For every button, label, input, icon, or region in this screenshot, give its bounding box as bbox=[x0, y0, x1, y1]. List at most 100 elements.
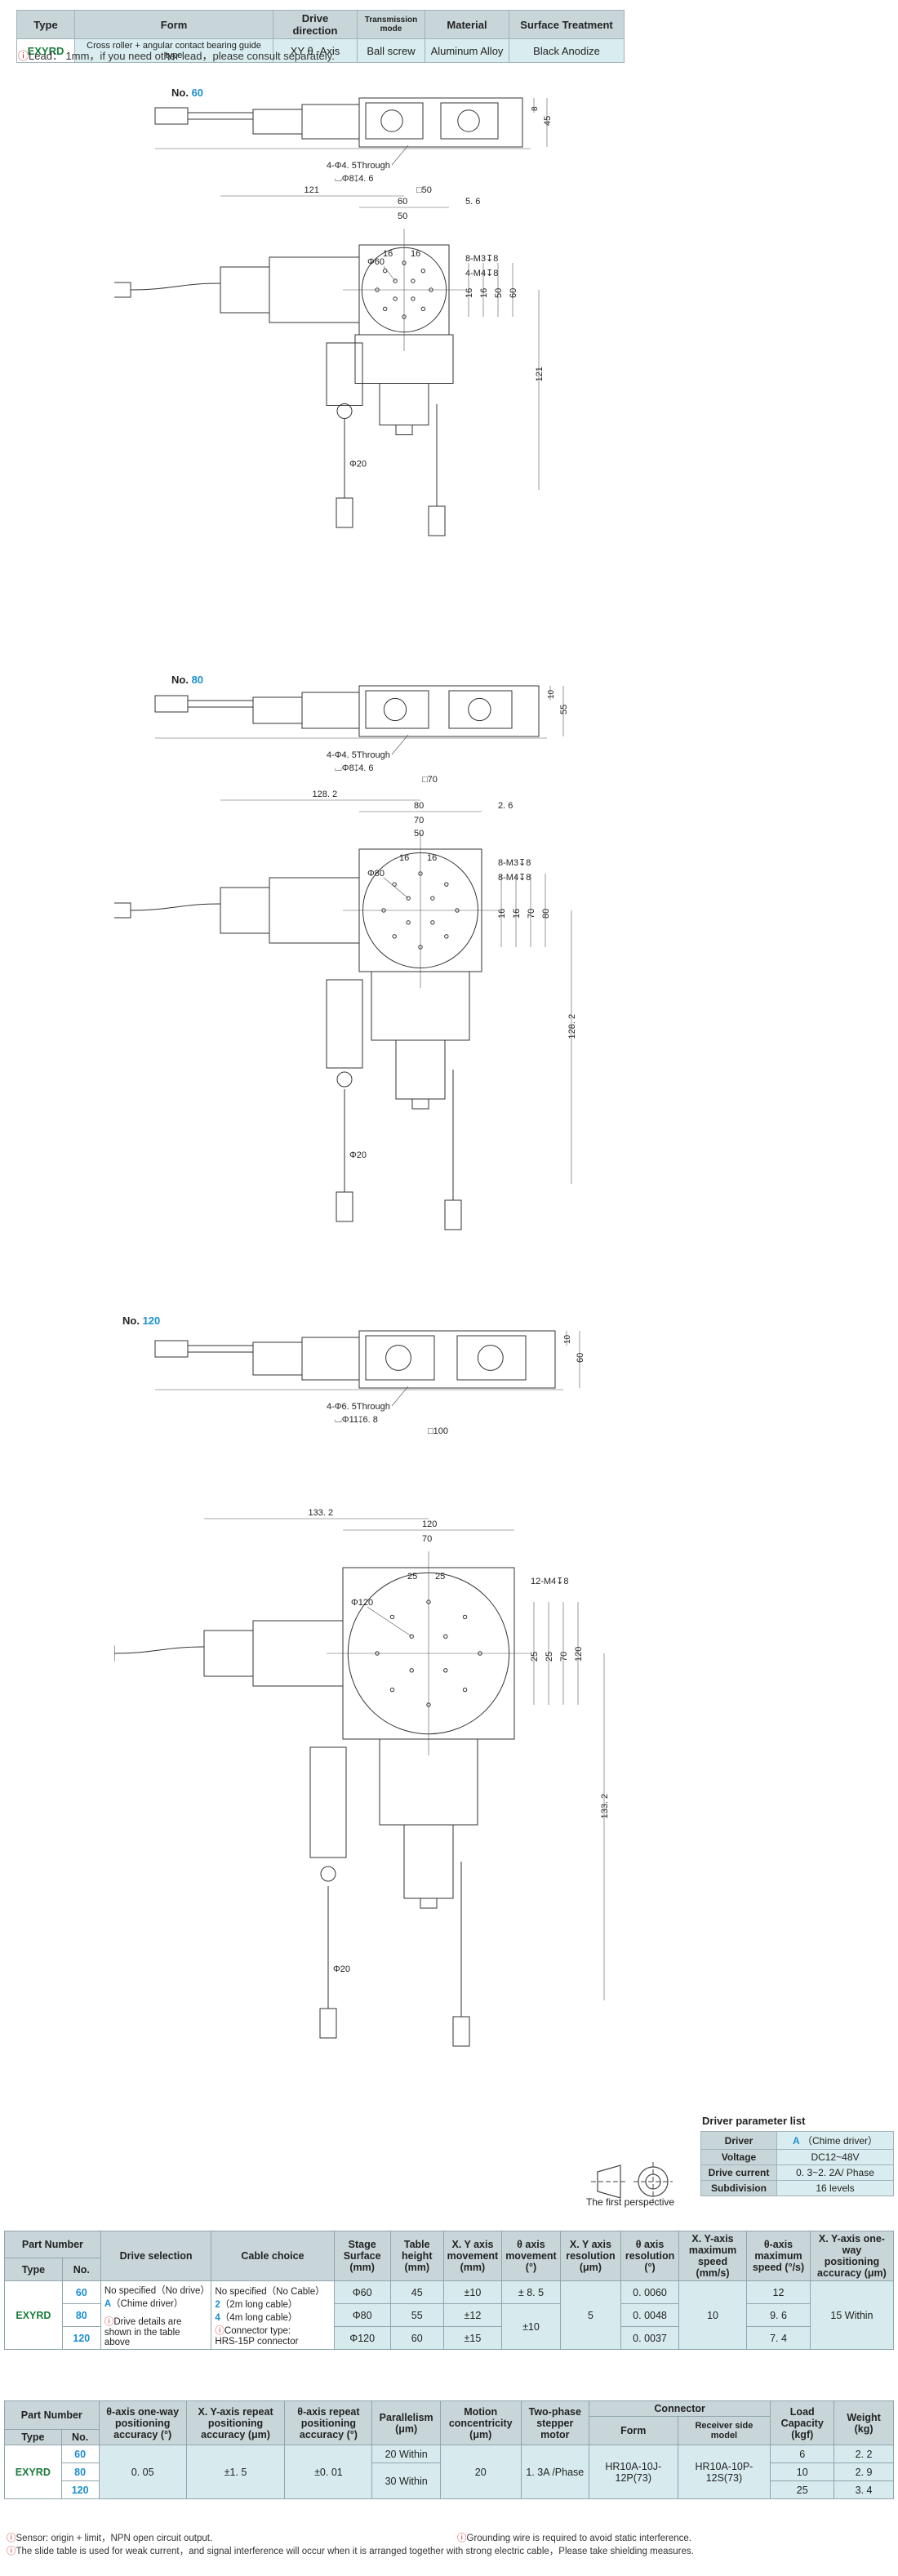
leader-line bbox=[391, 734, 409, 755]
spec-table-1: Part Number Drive selection Cable choice… bbox=[4, 2231, 895, 2350]
h2-motor: Two-phase stepper motor bbox=[520, 2400, 590, 2445]
header-spec-table: Type Form Drive direction Transmission m… bbox=[16, 10, 625, 63]
theta-motor bbox=[309, 1746, 347, 1858]
dimension-label: Φ20 bbox=[349, 460, 367, 469]
motor-coupling bbox=[252, 109, 303, 135]
mounting-hole-icon bbox=[411, 296, 416, 301]
stage-block bbox=[365, 102, 424, 140]
h2-type: Type bbox=[4, 2429, 62, 2445]
h2-theta-repeat: θ-axis repeat positioning accuracy (°) bbox=[284, 2400, 373, 2445]
drawing-label-120: No. 120 bbox=[122, 1315, 161, 1327]
h-xy-accuracy: X. Y-axis one-way positioning accuracy (… bbox=[809, 2231, 895, 2281]
knob-icon bbox=[380, 109, 403, 132]
dimension-label: 4-M4↧8 bbox=[465, 269, 498, 278]
mounting-hole-icon bbox=[406, 896, 411, 901]
knob-icon bbox=[411, 1098, 429, 1110]
mounting-hole-icon bbox=[430, 896, 435, 901]
mounting-hole-icon bbox=[420, 306, 426, 312]
h2-concentricity: Motion concentricity (μm) bbox=[439, 2400, 522, 2445]
mounting-hole-icon bbox=[411, 278, 416, 283]
dimension-label: 128. 2 bbox=[313, 790, 338, 799]
stage-block bbox=[440, 102, 499, 140]
col-surface: Surface Treatment bbox=[509, 10, 625, 39]
mounting-hole-icon bbox=[443, 1634, 448, 1639]
mounting-hole-icon bbox=[426, 1702, 431, 1707]
h-no: No. bbox=[61, 2258, 101, 2281]
mounting-hole-icon bbox=[462, 1687, 468, 1693]
connector-icon bbox=[319, 2008, 337, 2039]
h2-theta-accuracy: θ-axis one-way positioning accuracy (°) bbox=[98, 2400, 187, 2445]
motor-coupling bbox=[252, 1341, 303, 1376]
h-stage-surface: Stage Surface (mm) bbox=[333, 2231, 391, 2281]
dimension-label: 16 bbox=[465, 288, 474, 298]
dimension-label: 50 bbox=[398, 211, 407, 221]
dimension-label: 4-Φ6. 5Through bbox=[327, 1402, 390, 1412]
dimension-label: □70 bbox=[422, 775, 438, 785]
h2-load: Load Capacity (kgf) bbox=[770, 2400, 835, 2445]
col-type: Type bbox=[16, 10, 75, 39]
knob-icon bbox=[420, 1898, 438, 1909]
connector-icon bbox=[444, 1199, 462, 1230]
dimension-label: 50 bbox=[414, 829, 424, 839]
perspective-label: The first perspective bbox=[586, 2196, 675, 2208]
stage-block bbox=[456, 1335, 527, 1381]
dimension-label: 8-M4↧8 bbox=[498, 873, 531, 883]
theta-motor bbox=[326, 342, 363, 406]
dimension-label: 16 bbox=[479, 288, 489, 298]
drive-selection-cell: No specified（No drive） A（Chime driver） ⓘ… bbox=[100, 2280, 212, 2350]
dimension-label: Φ20 bbox=[333, 1964, 350, 1974]
connector-icon bbox=[452, 2016, 470, 2047]
dimension-label: 121 bbox=[305, 185, 319, 195]
h-theta-movement: θ axis movement (°) bbox=[501, 2231, 561, 2281]
theta-motor bbox=[326, 979, 363, 1069]
mounting-hole-icon bbox=[392, 934, 397, 939]
col-form: Form bbox=[74, 10, 273, 39]
dimension-label: 12-M4↧8 bbox=[531, 1577, 569, 1586]
table-row: 120 Φ120 60 ±15 0. 0037 7. 4 bbox=[5, 2326, 894, 2350]
connector-icon bbox=[154, 1340, 189, 1358]
driver-params-title: Driver parameter list bbox=[702, 2115, 806, 2127]
dimension-label: 8 bbox=[531, 106, 540, 111]
mounting-hole-icon bbox=[462, 1614, 468, 1620]
mounting-hole-icon bbox=[375, 287, 380, 292]
dimension-label: 25 bbox=[545, 1652, 554, 1662]
dimension-label: 4-Φ4. 5Through bbox=[327, 750, 390, 760]
col-transmission: Transmission mode bbox=[357, 10, 425, 39]
mounting-hole-icon bbox=[429, 287, 433, 292]
mounting-hole-icon bbox=[409, 1668, 414, 1673]
leader-line bbox=[383, 266, 396, 282]
table-row: EXYRD 60 No specified（No drive） A（Chime … bbox=[4, 2280, 895, 2350]
motor-coupling bbox=[252, 696, 303, 724]
knob-icon bbox=[477, 1345, 504, 1371]
mounting-hole-icon bbox=[381, 908, 386, 913]
h2-form: Form bbox=[589, 2416, 678, 2445]
dimension-label: ⌴Φ8↧4. 6 bbox=[335, 174, 374, 184]
drawing-label-60: No. 60 bbox=[171, 87, 204, 99]
driver-row: Drive current 0. 3~2. 2A/ Phase bbox=[700, 2164, 894, 2181]
h2-weight: Weight (kg) bbox=[834, 2400, 894, 2445]
y-motor-body bbox=[395, 1039, 446, 1100]
table-row: 80 30 Within 10 2. 9 bbox=[5, 2463, 894, 2499]
mounting-hole-icon bbox=[430, 920, 435, 925]
dimension-label: 8-M3↧8 bbox=[465, 254, 498, 264]
mounting-hole-icon bbox=[382, 268, 388, 274]
dimension-label: 16 bbox=[497, 909, 507, 919]
h-xy-movement: X. Y axis movement (mm) bbox=[442, 2231, 503, 2281]
dimension-label: 16 bbox=[512, 909, 522, 919]
dimension-label: 80 bbox=[541, 909, 551, 919]
h-xy-resolution: X. Y axis resolution (μm) bbox=[559, 2231, 622, 2281]
dimension-label: ⌴Φ11↧6. 8 bbox=[335, 1415, 378, 1425]
dimension-label: 16 bbox=[427, 853, 437, 863]
spec-table-2: Part Number θ-axis one-way positioning a… bbox=[4, 2400, 894, 2499]
connector-icon bbox=[428, 505, 446, 536]
dimension-label: 121 bbox=[535, 367, 545, 381]
dimension-label: 120 bbox=[422, 1519, 437, 1529]
h-drive-selection: Drive selection bbox=[100, 2231, 212, 2281]
leader-line bbox=[367, 1606, 412, 1637]
mounting-hole-icon bbox=[393, 278, 398, 283]
cell-transmission: Ball screw bbox=[357, 38, 425, 63]
h-xy-speed: X. Y-axis maximum speed (mm/s) bbox=[678, 2231, 748, 2281]
knob-icon bbox=[336, 403, 353, 419]
